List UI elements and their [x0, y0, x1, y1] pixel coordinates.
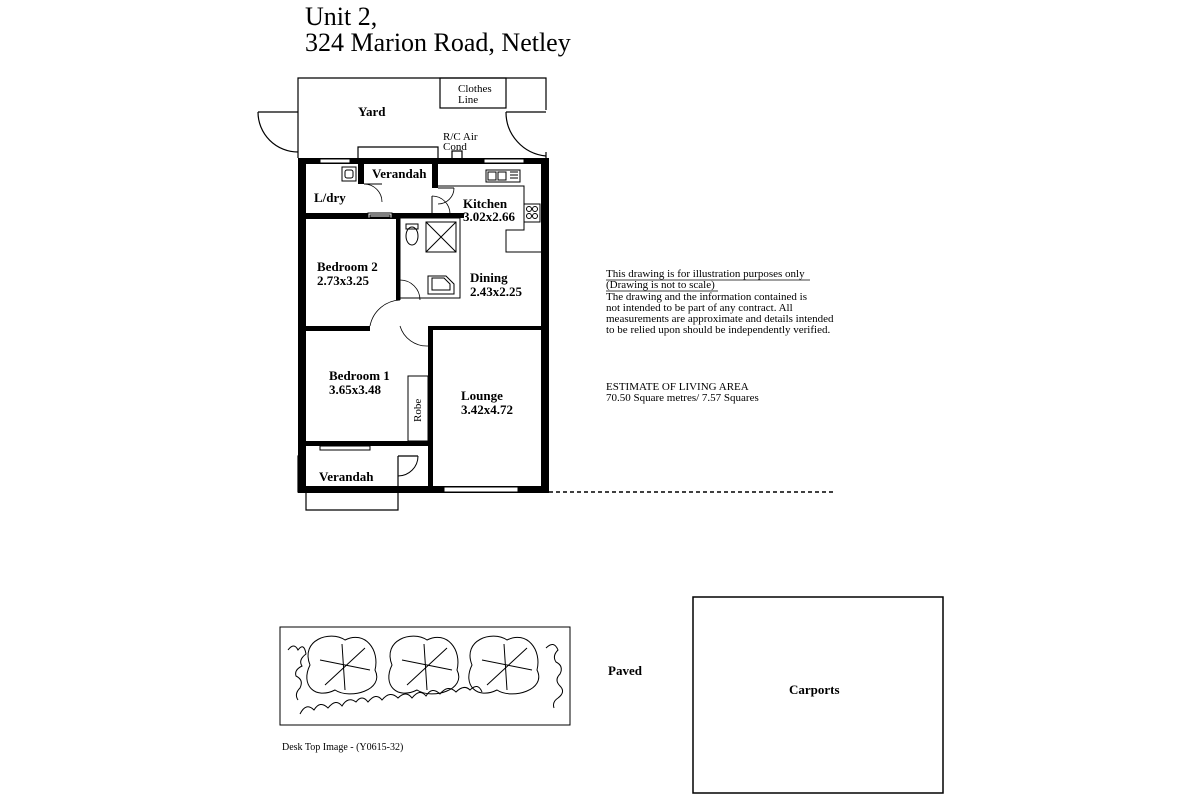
interior-doors — [341, 166, 541, 477]
label-bedroom1-size: 3.65x3.48 — [329, 382, 382, 397]
label-verandah-front: Verandah — [319, 469, 374, 484]
label-lounge-name: Lounge — [461, 388, 503, 403]
yard-outline — [257, 77, 547, 158]
label-air-cond-2: Cond — [443, 141, 467, 153]
label-lounge-size: 3.42x4.72 — [461, 402, 513, 417]
label-clothes-line-2: Line — [458, 94, 478, 106]
label-robe: Robe — [412, 399, 424, 422]
label-yard: Yard — [358, 104, 386, 119]
label-bedroom1-name: Bedroom 1 — [329, 368, 390, 383]
disclaimer-line-5: measurements are approximate and details… — [606, 313, 834, 325]
label-clothes-line-1: Clothes — [458, 83, 492, 95]
label-air-cond-1: R/C Air — [443, 131, 478, 143]
shrub-icon — [468, 635, 540, 695]
label-kitchen-name: Kitchen — [463, 196, 508, 211]
label-carports: Carports — [789, 682, 840, 697]
label-kitchen-size: 3.02x2.66 — [463, 209, 516, 224]
label-bedroom2-name: Bedroom 2 — [317, 259, 378, 274]
label-bedroom2-size: 2.73x3.25 — [317, 273, 370, 288]
shrub-icon — [306, 635, 378, 695]
address-line-2: 324 Marion Road, Netley — [305, 28, 571, 57]
label-dining-size: 2.43x2.25 — [470, 284, 523, 299]
label-dining-name: Dining — [470, 270, 508, 285]
disclaimer-line-6: to be relied upon should be independentl… — [606, 324, 831, 336]
label-verandah-rear: Verandah — [372, 166, 427, 181]
interior-walls — [306, 213, 541, 488]
shrub-icon — [388, 635, 460, 695]
windows — [319, 158, 525, 493]
living-area-value: 70.50 Square metres/ 7.57 Squares — [606, 392, 759, 404]
footer-image-ref: Desk Top Image - (Y0615-32) — [282, 742, 404, 753]
living-area-heading: ESTIMATE OF LIVING AREA — [606, 381, 749, 393]
disclaimer-line-2: (Drawing is not to scale) — [606, 279, 715, 291]
carports-outline — [692, 596, 944, 794]
front-verandah-outline — [297, 455, 418, 511]
disclaimer-line-4: not intended to be part of any contract.… — [606, 302, 793, 314]
label-laundry: L/dry — [314, 190, 346, 205]
garden-bed — [279, 626, 571, 726]
disclaimer-line-3: The drawing and the information containe… — [606, 291, 807, 303]
disclaimer-line-1: This drawing is for illustration purpose… — [606, 268, 805, 280]
address-line-1: Unit 2, — [305, 2, 378, 31]
label-paved: Paved — [608, 663, 643, 678]
